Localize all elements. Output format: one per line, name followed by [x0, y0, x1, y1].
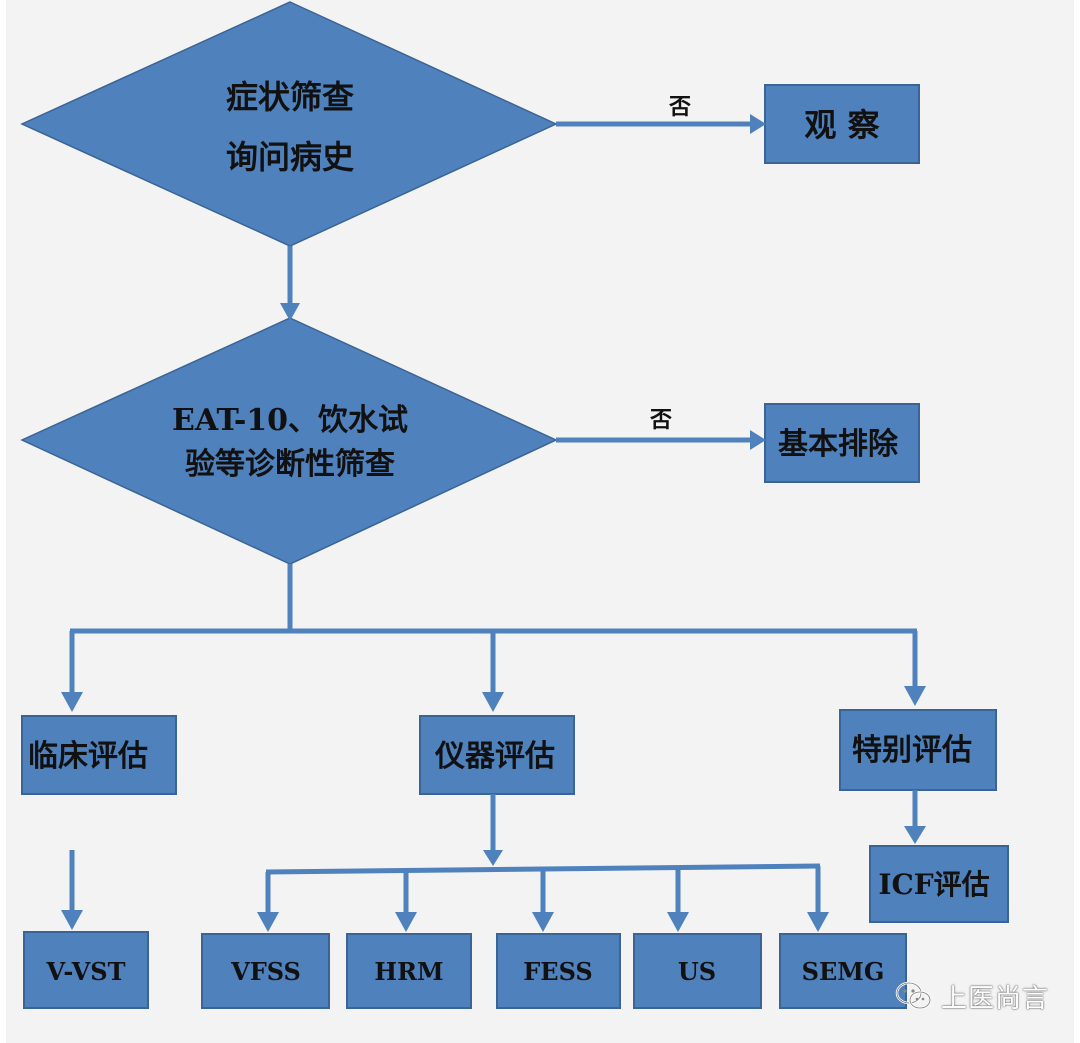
special-eval-label: 特别评估: [852, 733, 972, 768]
arrowhead-vvst: [61, 910, 83, 930]
symptom-screen-line1: 症状筛查: [226, 78, 354, 116]
symptom-screen-diamond: [20, 1, 558, 247]
vvst-box: [23, 931, 149, 1009]
arrowhead-icf: [904, 826, 926, 844]
arrowhead-exclude: [750, 430, 766, 450]
symptom-screen-line2: 询问病史: [226, 138, 354, 176]
special-eval-box: [839, 709, 997, 791]
arrowhead-clinical: [61, 692, 83, 712]
clinical-eval-label: 临床评估: [28, 739, 148, 774]
watermark: 上医尚言: [895, 976, 1049, 1016]
clinical-eval-box: [21, 715, 177, 795]
fess-box: [496, 933, 621, 1009]
us-label: US: [678, 957, 716, 986]
arrowheads: [61, 114, 926, 932]
diagnostic-screen-line2: 验等诊断性筛查: [185, 447, 395, 482]
diagnostic-screen-line1: EAT-10、饮水试: [172, 403, 408, 438]
arrowhead-special: [904, 686, 926, 706]
edge-label-no-1: 否: [668, 95, 691, 120]
us-box: [633, 933, 762, 1009]
semg-box: [779, 933, 907, 1009]
hrm-label: HRM: [374, 957, 443, 986]
wechat-icon: [895, 981, 932, 1010]
instrument-eval-box: [419, 715, 575, 795]
hrm-box: [346, 933, 472, 1009]
vfss-box: [201, 933, 330, 1009]
arrowhead-vfss: [257, 912, 279, 932]
arrowhead-diagnostic: [280, 303, 300, 321]
connectors: [69, 121, 918, 920]
observe-box: [764, 84, 920, 164]
arrowhead-fess: [532, 912, 554, 932]
arrowhead-semg: [807, 912, 829, 932]
arrowhead-instrument: [482, 692, 504, 712]
instrument-eval-label: 仪器评估: [434, 739, 555, 774]
arrowhead-us: [667, 912, 689, 932]
icf-eval-box: [869, 845, 1009, 923]
basic-exclude-box: [764, 403, 920, 483]
basic-exclude-label: 基本排除: [778, 427, 899, 462]
edge-label-no-2: 否: [649, 408, 672, 433]
vfss-label: VFSS: [230, 957, 301, 986]
watermark-text: 上医尚言: [941, 983, 1050, 1014]
observe-label: 观 察: [804, 106, 879, 144]
vvst-label: V-VST: [46, 957, 126, 986]
arrowhead-observe: [750, 114, 766, 134]
diagnostic-screen-diamond: [20, 317, 558, 565]
fess-label: FESS: [523, 957, 592, 986]
arrowhead-instrument-down: [483, 850, 503, 866]
semg-label: SEMG: [802, 957, 885, 986]
arrowhead-hrm: [395, 912, 417, 932]
icf-eval-label: ICF评估: [878, 868, 989, 901]
